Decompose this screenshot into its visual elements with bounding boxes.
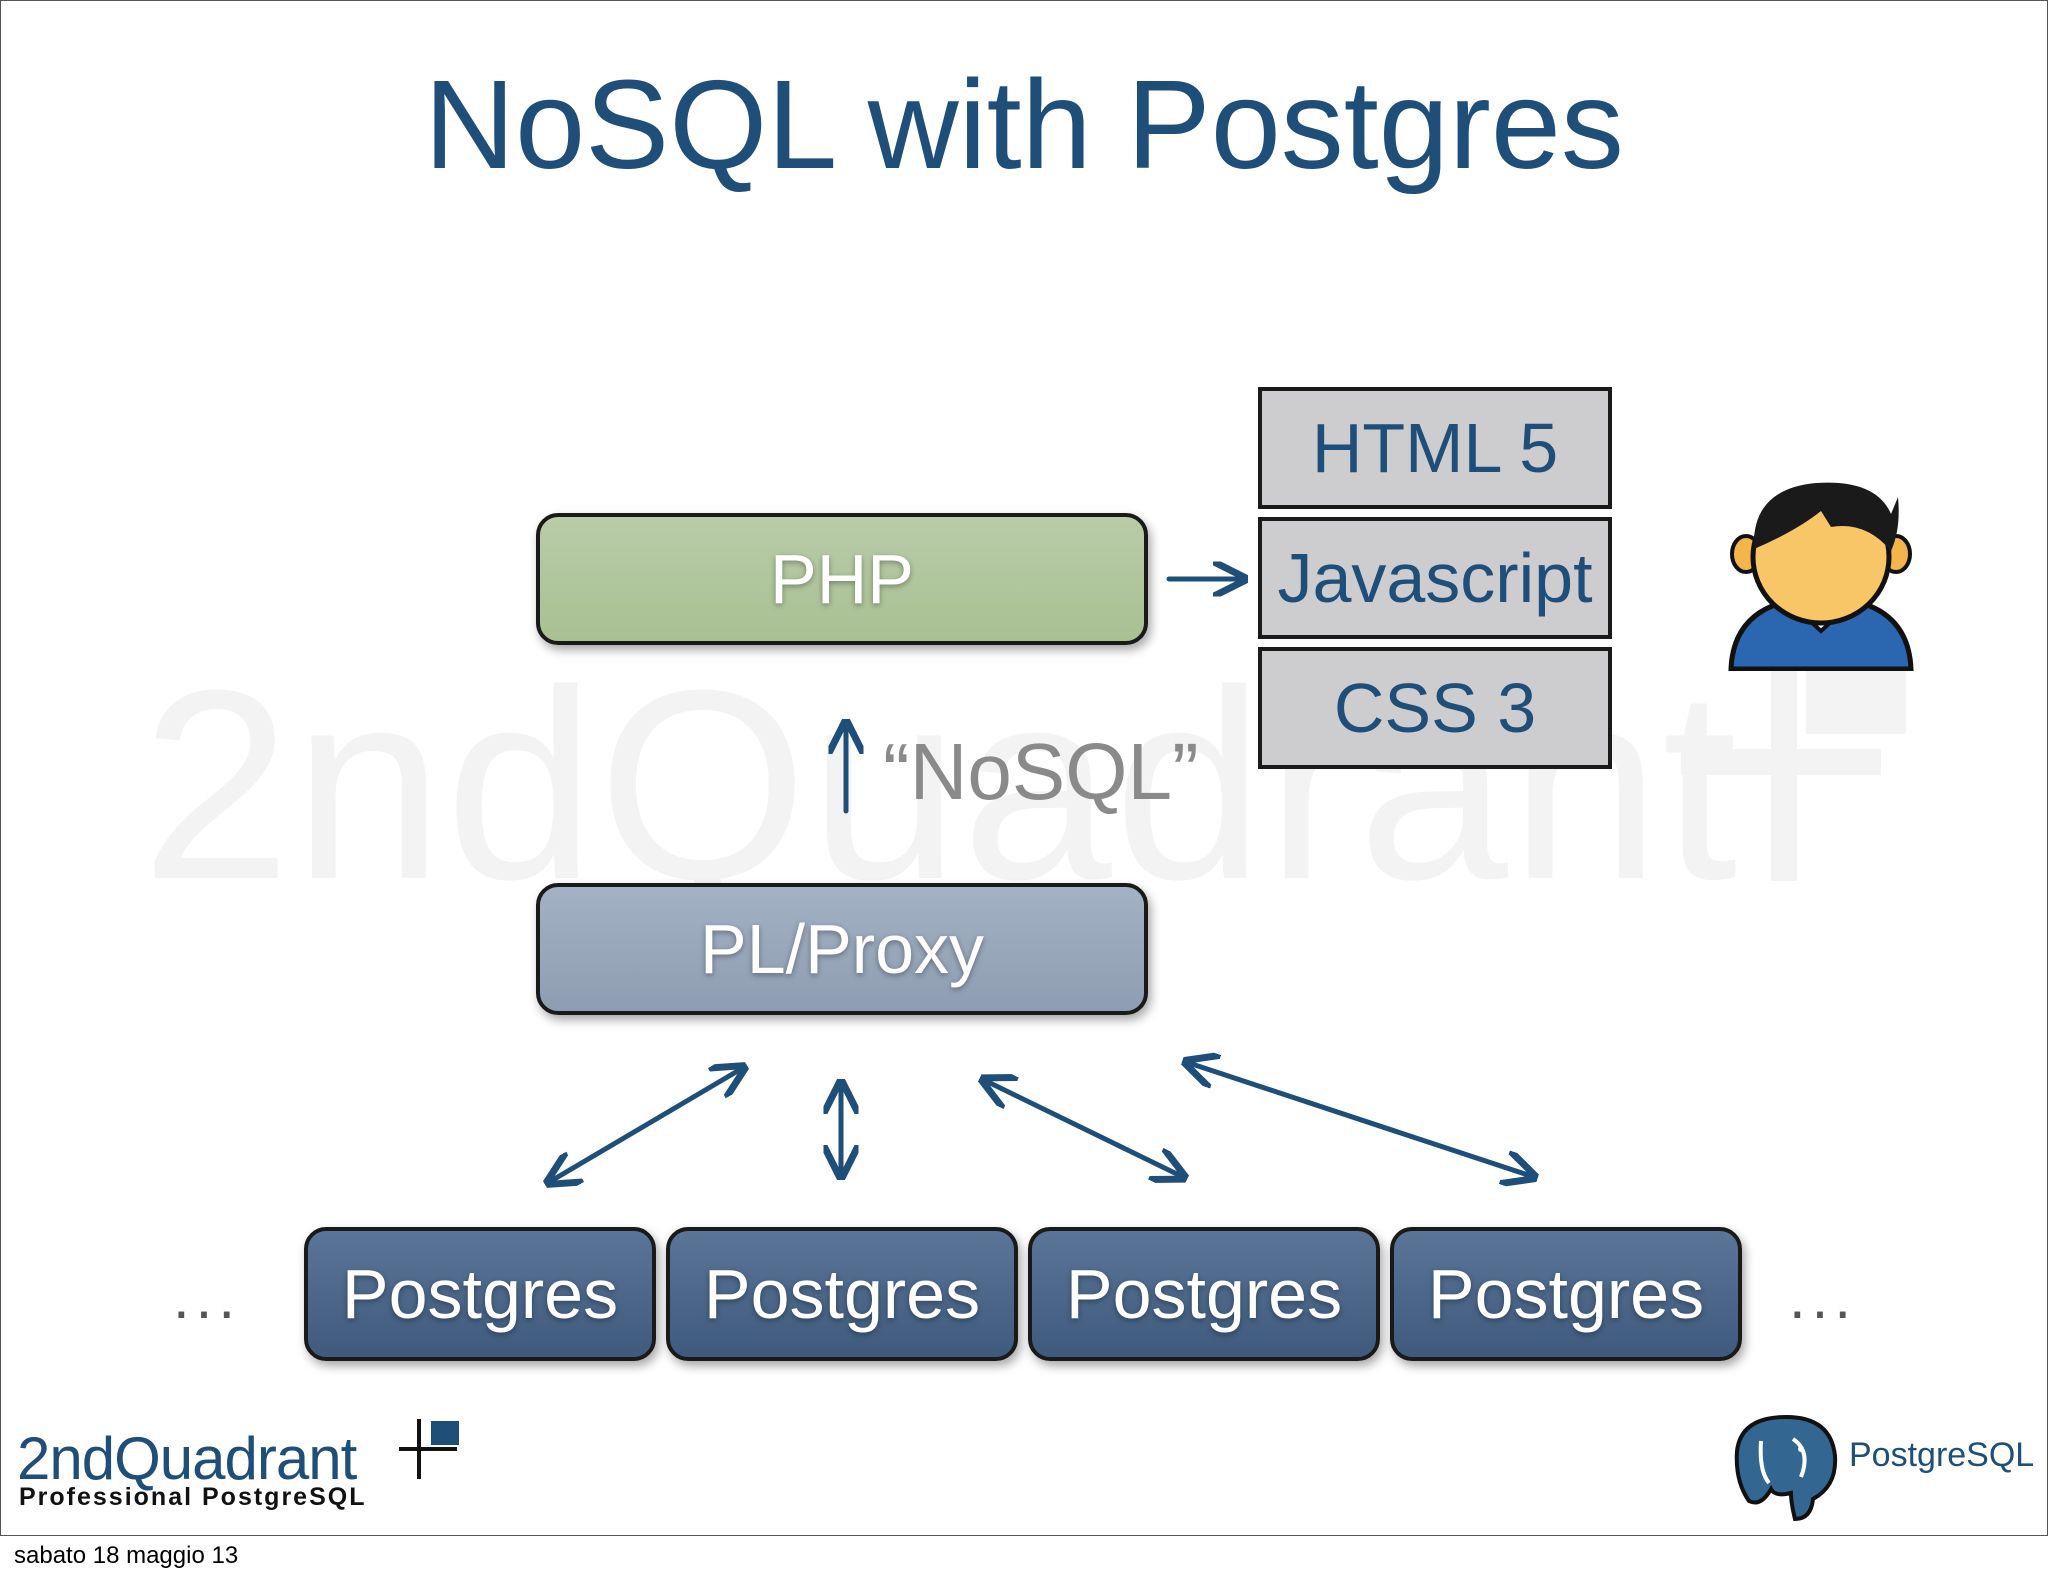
postgresql-elephant-icon	[1734, 1414, 1838, 1522]
footer-date: sabato 18 maggio 13	[14, 1542, 239, 1569]
php-box: PHP	[536, 513, 1148, 645]
user-icon	[1728, 482, 1914, 671]
stack-html5: HTML 5	[1258, 387, 1612, 509]
ellipsis-left: ...	[173, 1264, 242, 1331]
postgres-node-2: Postgres	[666, 1227, 1018, 1361]
arrow-proxy-node4	[1189, 1063, 1531, 1176]
slide-title: NoSQL with Postgres	[424, 54, 1624, 195]
arrows-layer	[1, 1, 2047, 1535]
logo-cross-horizontal	[399, 1447, 457, 1451]
ellipsis-right: ...	[1789, 1264, 1858, 1331]
plproxy-box: PL/Proxy	[536, 883, 1148, 1015]
postgres-node-1: Postgres	[304, 1227, 656, 1361]
stack-css3: CSS 3	[1258, 647, 1612, 769]
logo-2ndquadrant: 2ndQuadrant	[17, 1425, 357, 1492]
stack-javascript: Javascript	[1258, 517, 1612, 639]
postgres-node-4: Postgres	[1390, 1227, 1742, 1361]
nosql-label: “NoSQL”	[883, 727, 1199, 816]
slide: 2ndQuadrant NoSQL with Postgres PHP HTML…	[0, 0, 2048, 1536]
watermark-cross-horizontal	[1681, 749, 1881, 775]
logo-tagline: Professional PostgreSQL	[19, 1483, 367, 1511]
arrow-proxy-node3	[986, 1081, 1181, 1176]
postgresql-logo-text: PostgreSQL	[1849, 1436, 2035, 1474]
watermark-square	[1806, 659, 1906, 734]
logo-square	[431, 1421, 459, 1445]
arrow-proxy-node1	[551, 1069, 741, 1181]
postgres-node-3: Postgres	[1028, 1227, 1380, 1361]
